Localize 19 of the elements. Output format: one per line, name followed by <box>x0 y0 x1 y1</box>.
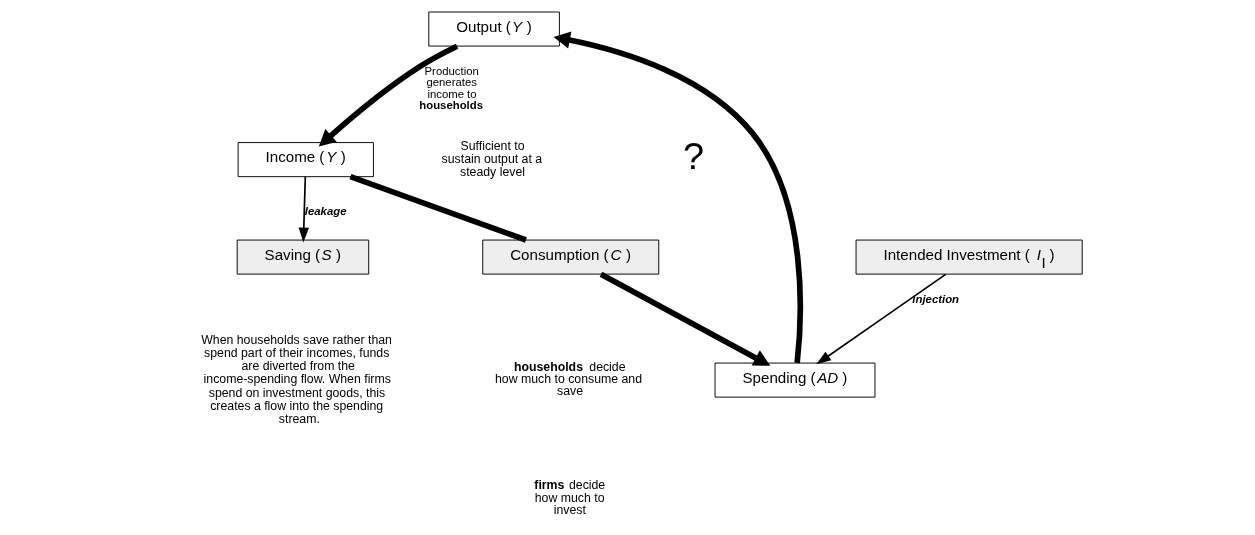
edge-label: injection <box>911 293 959 306</box>
connector <box>348 174 527 243</box>
label: firms decide how much to invest <box>533 478 605 517</box>
arrow <box>318 43 458 147</box>
arrow <box>815 273 946 365</box>
edge-label: Production generates income to households <box>418 65 483 112</box>
label: When households save rather than spend part of their incomes, funds are diverted from the income-spending flow. When firms spend on investment goods, this creates a flow into the spending stream. <box>200 332 392 427</box>
node-box: Output (Y ) <box>427 11 560 47</box>
node-box: Income (Y ) <box>237 142 374 178</box>
label: Sufficient to sustain output at a steady level <box>441 138 542 180</box>
label: households decide how much to consume and save <box>494 359 642 399</box>
label: ? <box>682 135 704 178</box>
edge-label: leakage <box>304 205 346 218</box>
node-box: Spending (AD ) <box>714 362 875 398</box>
arrow <box>298 175 309 243</box>
node-box: Saving (S ) <box>236 239 369 275</box>
arrow <box>599 271 770 366</box>
node-box: Consumption (C ) <box>481 239 659 275</box>
arrow <box>553 31 803 364</box>
